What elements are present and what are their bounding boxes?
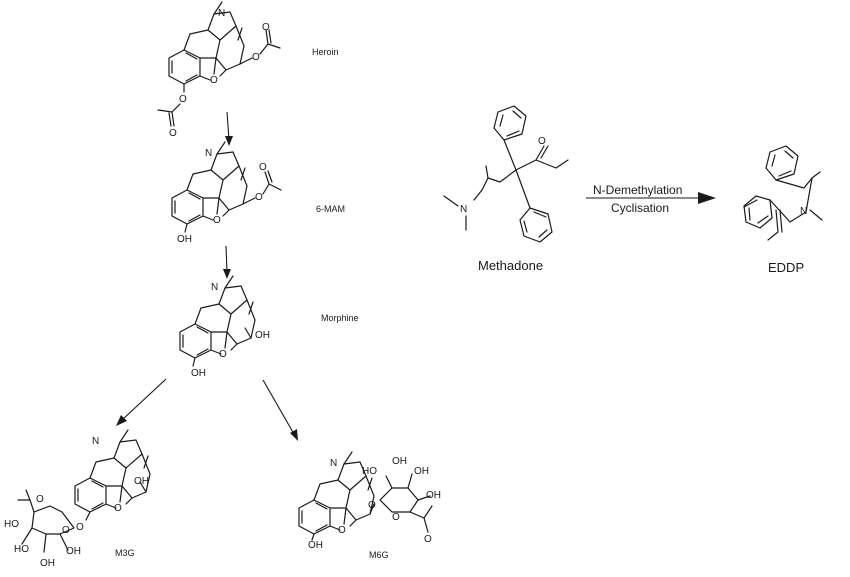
oxygen-label: O: [262, 22, 270, 33]
eddp-structure: N: [743, 145, 823, 241]
hydroxyl-label: OH: [177, 234, 192, 245]
nitrogen-label: N: [218, 8, 225, 19]
oxygen-label: O: [36, 494, 44, 505]
nitrogen-label: N: [211, 282, 218, 293]
hydroxyl-label: OH: [134, 476, 149, 487]
nitrogen-label: N: [800, 206, 807, 217]
hydroxyl-label: OH: [426, 490, 441, 501]
hydroxyl-label: OH: [414, 466, 429, 477]
oxygen-label: O: [424, 534, 432, 545]
m3g-structure: N O OH O: [74, 429, 151, 533]
oxygen-label: O: [255, 192, 263, 203]
hydroxyl-label: HO: [4, 519, 19, 530]
oxygen-label: O: [76, 522, 84, 533]
m3g-glucuronide: O HO O HO OH OH: [4, 489, 81, 569]
hydroxyl-label: OH: [40, 558, 55, 569]
reaction-label-demethylation: N-Demethylation: [593, 183, 682, 197]
6mam-structure: N O O O OH: [171, 141, 282, 245]
hydroxyl-label: HO: [14, 544, 29, 555]
oxygen-label: O: [114, 503, 122, 514]
methadone-structure: O N: [443, 105, 569, 243]
oxygen-label: O: [213, 215, 221, 226]
arrow-6mam-to-morphine: [223, 245, 231, 279]
heroin-structure: N O O O O O: [157, 1, 281, 139]
m6g-glucuronide: O HO OH OH OH O: [362, 456, 441, 545]
hydroxyl-label: OH: [191, 368, 206, 379]
morphine-label: Morphine: [321, 313, 359, 323]
oxygen-label: O: [392, 512, 400, 523]
m3g-label: M3G: [115, 548, 135, 558]
hydroxyl-label: OH: [308, 540, 323, 551]
reaction-arrow: [586, 192, 716, 204]
m6g-structure: N O O OH: [298, 451, 376, 551]
oxygen-label: O: [169, 128, 177, 139]
oxygen-label: O: [259, 162, 267, 173]
nitrogen-label: N: [92, 436, 99, 447]
oxygen-label: O: [538, 136, 546, 147]
methadone-label: Methadone: [478, 258, 543, 273]
oxygen-label: O: [62, 525, 70, 536]
oxygen-label: O: [210, 75, 218, 86]
oxygen-label: O: [252, 52, 260, 63]
hydroxyl-label: OH: [255, 330, 270, 341]
eddp-label: EDDP: [768, 260, 804, 275]
oxygen-label: O: [219, 349, 227, 360]
arrow-morphine-to-m6g: [262, 379, 298, 441]
hydroxyl-label: OH: [66, 546, 81, 557]
nitrogen-label: N: [330, 458, 337, 469]
heroin-label: Heroin: [312, 47, 339, 57]
oxygen-label: O: [179, 94, 187, 105]
m6g-label: M6G: [369, 550, 389, 560]
oxygen-label: O: [368, 500, 376, 511]
reaction-label-cyclisation: Cyclisation: [611, 201, 669, 215]
hydroxyl-label: OH: [392, 456, 407, 467]
arrow-heroin-to-6mam: [225, 111, 233, 146]
morphine-structure: N O OH OH: [179, 275, 270, 379]
hydroxyl-label: HO: [362, 466, 377, 477]
6mam-label: 6-MAM: [316, 204, 345, 214]
oxygen-label: O: [338, 525, 346, 536]
arrow-morphine-to-m3g: [116, 378, 167, 426]
nitrogen-label: N: [460, 204, 467, 215]
nitrogen-label: N: [205, 148, 212, 159]
